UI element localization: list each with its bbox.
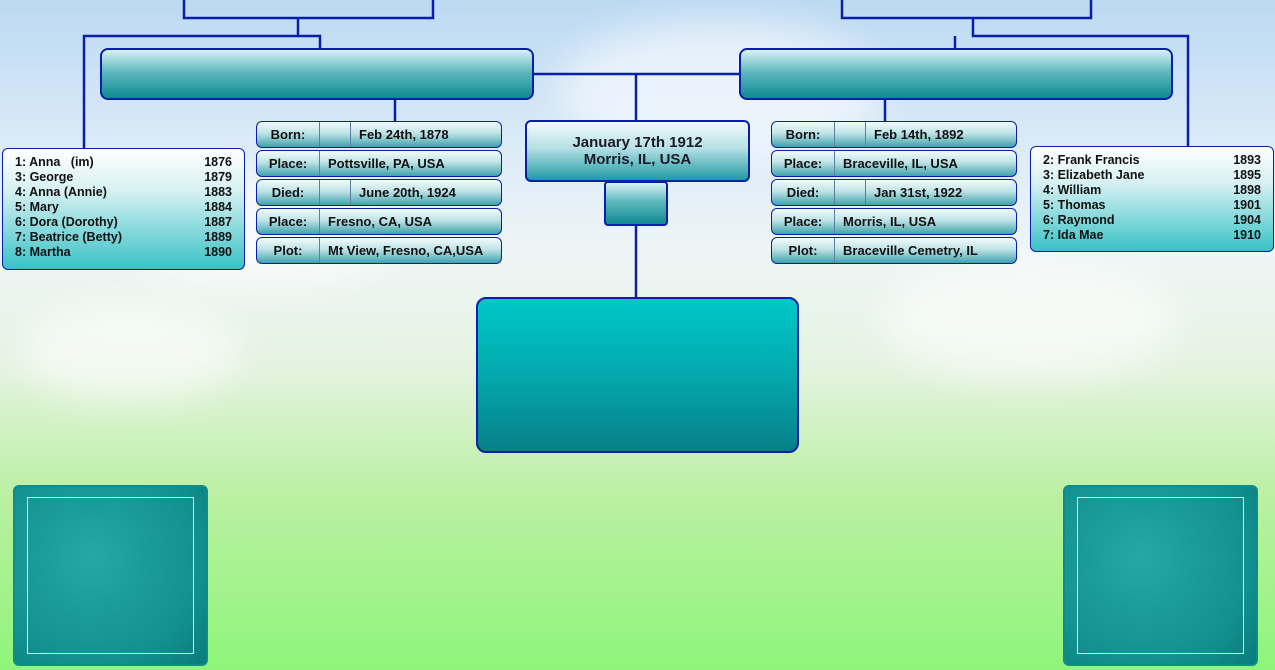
child-list-item: 5: Thomas 1901: [1043, 198, 1261, 213]
died-value: Jan 31st, 1922: [874, 185, 963, 200]
marriage-info-box: January 17th 1912 Morris, IL, USA: [525, 120, 750, 182]
left-birth-place-row: Place: Pottsville, PA, USA: [256, 150, 502, 177]
right-died-row: Died: Jan 31st, 1922: [771, 179, 1017, 206]
child-birth-year: 1879: [204, 170, 232, 184]
child-name: 1: Anna (im): [15, 155, 94, 169]
child-list-item: 6: Raymond 1904: [1043, 213, 1261, 228]
child-list-item: 1: Anna (im) 1876: [15, 155, 232, 170]
child-list-item: 3: George 1879: [15, 170, 232, 185]
child-list-item: 8: Martha 1890: [15, 245, 232, 260]
marriage-date: January 17th 1912: [572, 134, 703, 151]
place-label: Place:: [783, 156, 823, 171]
birth-place-value: Pottsville, PA, USA: [328, 156, 445, 171]
born-value: Feb 24th, 1878: [359, 127, 449, 142]
right-parent-name-bar: [739, 48, 1173, 100]
right-plot-row: Plot: Braceville Cemetry, IL: [771, 237, 1017, 264]
marriage-connector-box: [604, 181, 668, 226]
child-name: 8: Martha: [15, 245, 71, 259]
child-birth-year: 1889: [204, 230, 232, 244]
child-birth-year: 1910: [1233, 228, 1261, 242]
left-plot-row: Plot: Mt View, Fresno, CA,USA: [256, 237, 502, 264]
couple-info-box: [476, 297, 799, 453]
cloud: [20, 300, 240, 400]
plot-value: Mt View, Fresno, CA,USA: [328, 243, 484, 258]
died-label: Died:: [786, 185, 820, 200]
death-place-value: Fresno, CA, USA: [328, 214, 433, 229]
child-list-item: 3: Elizabeth Jane 1895: [1043, 168, 1261, 183]
child-birth-year: 1887: [204, 215, 232, 229]
place-label: Place:: [268, 156, 308, 171]
child-name: 3: George: [15, 170, 74, 184]
death-place-value: Morris, IL, USA: [843, 214, 937, 229]
child-birth-year: 1884: [204, 200, 232, 214]
child-list-item: 6: Dora (Dorothy) 1887: [15, 215, 232, 230]
birth-place-value: Braceville, IL, USA: [843, 156, 958, 171]
child-list-item: 2: Frank Francis 1893: [1043, 153, 1261, 168]
child-name: 7: Ida Mae: [1043, 228, 1104, 242]
right-children-list: 2: Frank Francis 1893 3: Elizabeth Jane 189…: [1030, 146, 1274, 252]
child-birth-year: 1876: [204, 155, 232, 169]
child-birth-year: 1895: [1233, 168, 1261, 182]
child-list-item: 4: Anna (Annie) 1883: [15, 185, 232, 200]
born-label: Born:: [785, 127, 821, 142]
child-birth-year: 1904: [1233, 213, 1261, 227]
right-death-place-row: Place: Morris, IL, USA: [771, 208, 1017, 235]
child-name: 4: Anna (Annie): [15, 185, 107, 199]
child-name: 6: Raymond: [1043, 213, 1115, 227]
child-birth-year: 1901: [1233, 198, 1261, 212]
place-label: Place:: [783, 214, 823, 229]
born-label: Born:: [270, 127, 306, 142]
child-name: 7: Beatrice (Betty): [15, 230, 122, 244]
right-born-row: Born: Feb 14th, 1892: [771, 121, 1017, 148]
child-name: 2: Frank Francis: [1043, 153, 1140, 167]
left-born-row: Born: Feb 24th, 1878: [256, 121, 502, 148]
cloud: [880, 260, 1180, 380]
right-photo-frame: [1063, 485, 1258, 666]
child-name: 5: Mary: [15, 200, 59, 214]
right-birth-place-row: Place: Braceville, IL, USA: [771, 150, 1017, 177]
child-name: 4: William: [1043, 183, 1102, 197]
child-birth-year: 1883: [204, 185, 232, 199]
child-birth-year: 1890: [204, 245, 232, 259]
left-died-row: Died: June 20th, 1924: [256, 179, 502, 206]
left-parent-name-bar: [100, 48, 534, 100]
child-list-item: 7: Ida Mae 1910: [1043, 228, 1261, 243]
plot-label: Plot:: [273, 243, 303, 258]
left-death-place-row: Place: Fresno, CA, USA: [256, 208, 502, 235]
plot-value: Braceville Cemetry, IL: [843, 243, 978, 258]
child-name: 3: Elizabeth Jane: [1043, 168, 1145, 182]
child-name: 5: Thomas: [1043, 198, 1106, 212]
marriage-place: Morris, IL, USA: [583, 151, 692, 168]
child-name: 6: Dora (Dorothy): [15, 215, 118, 229]
child-list-item: 7: Beatrice (Betty) 1889: [15, 230, 232, 245]
place-label: Place:: [268, 214, 308, 229]
plot-label: Plot:: [788, 243, 818, 258]
child-birth-year: 1898: [1233, 183, 1261, 197]
child-list-item: 5: Mary 1884: [15, 200, 232, 215]
left-photo-frame: [13, 485, 208, 666]
born-value: Feb 14th, 1892: [874, 127, 964, 142]
child-birth-year: 1893: [1233, 153, 1261, 167]
child-list-item: 4: William 1898: [1043, 183, 1261, 198]
died-label: Died:: [271, 185, 305, 200]
died-value: June 20th, 1924: [359, 185, 456, 200]
